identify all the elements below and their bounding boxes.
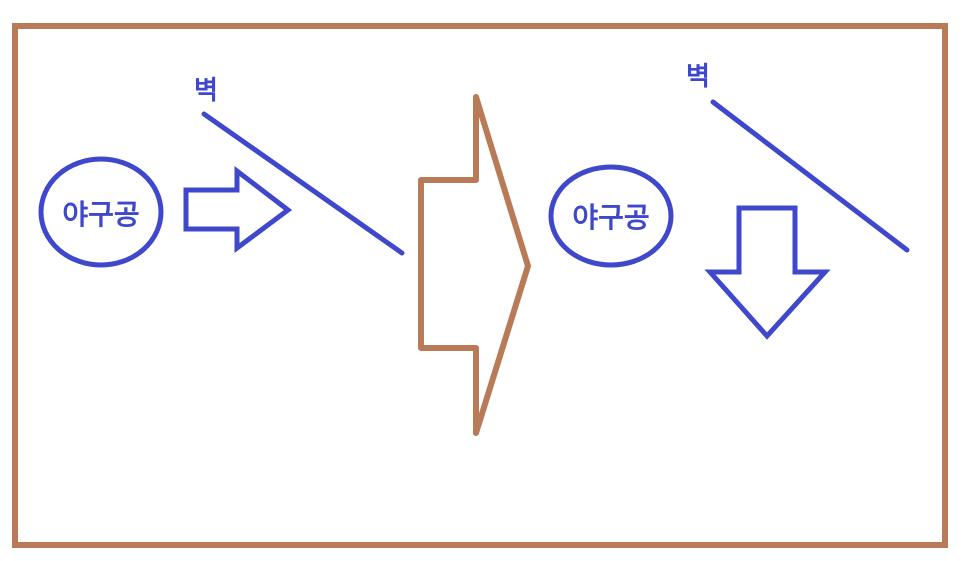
baseball-label-before: 야구공 (62, 198, 139, 231)
wall-line-before (201, 111, 405, 256)
transition-arrow-icon (418, 94, 531, 436)
wall-label-after: 벽 (686, 62, 710, 92)
before-panel: 야구공 벽 (38, 76, 405, 268)
diagram-frame (12, 23, 948, 548)
after-panel: 야구공 벽 (548, 62, 910, 340)
baseball-circle-after (548, 164, 674, 268)
wall-line-after (710, 99, 910, 253)
baseball-label-after: 야구공 (572, 201, 649, 234)
arrow-right-icon (183, 165, 293, 253)
arrow-down-icon (704, 205, 831, 340)
baseball-circle-before (38, 156, 164, 268)
wall-label-before: 벽 (194, 76, 218, 106)
